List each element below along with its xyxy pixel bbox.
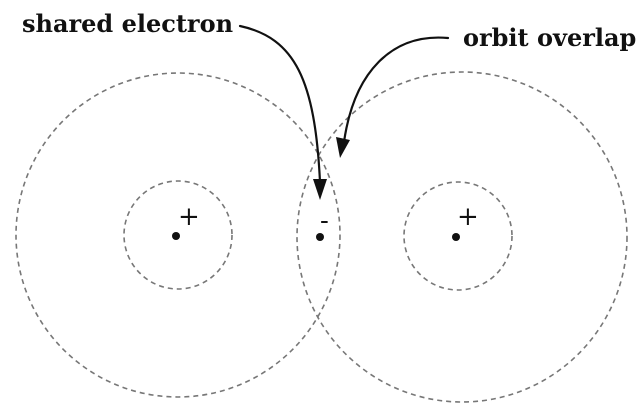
left-nucleus-dot (172, 232, 180, 240)
right-inner-orbit (403, 181, 513, 291)
right-nucleus-dot (452, 233, 460, 241)
left-outer-orbit (15, 72, 341, 398)
shared-electron-dot (316, 233, 324, 241)
shared-electron-arrow (238, 24, 327, 200)
right-atom: + (296, 71, 628, 403)
shared-electron-label: shared electron (22, 9, 233, 38)
left-atom: + (15, 72, 341, 398)
right-nucleus-charge: + (457, 202, 479, 232)
shared-electron: - (316, 206, 329, 241)
right-outer-orbit (296, 71, 628, 403)
orbit-overlap-arrow (336, 36, 450, 158)
orbit-overlap-label: orbit overlap (463, 23, 636, 52)
left-inner-orbit (123, 180, 233, 290)
electron-charge: - (320, 206, 329, 236)
left-nucleus-charge: + (178, 202, 200, 232)
